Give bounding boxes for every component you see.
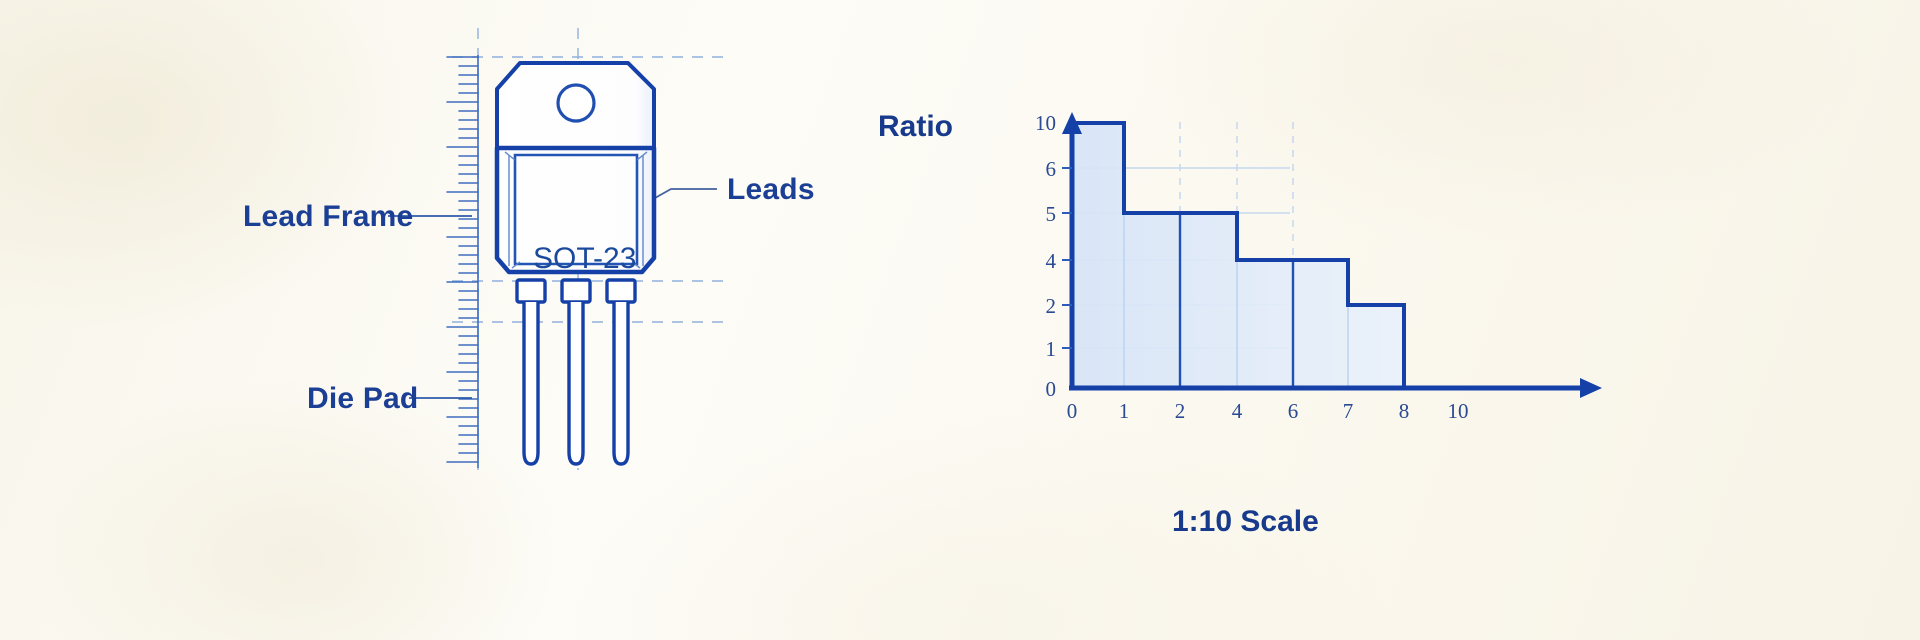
chart-bar-dividers-light [1123, 213, 1349, 388]
chart-y-tick-label: 5 [1045, 202, 1057, 226]
chart-x-tick-label: 7 [1342, 399, 1354, 423]
annotation-die-pad: Die Pad [307, 382, 419, 415]
lead-1 [515, 278, 547, 466]
chart-scale-caption: 1:10 Scale [1172, 505, 1319, 538]
leads-group [515, 278, 637, 466]
chart-step-area [1072, 123, 1404, 388]
chart-axes [1069, 128, 1586, 391]
chart-y-tick-label: 6 [1045, 157, 1057, 181]
chart-title: Ratio [878, 110, 953, 143]
package-body [494, 61, 657, 275]
lead-2 [560, 278, 592, 466]
chart-x-tick-label: 1 [1118, 399, 1130, 423]
chart-y-axis-arrowhead [1062, 112, 1082, 134]
chart-x-tick-label: 6 [1287, 399, 1299, 423]
chart-bar-dividers [1178, 213, 1295, 388]
package-name-text: SOT-23 [533, 242, 637, 275]
chart-y-tick-label: 2 [1045, 294, 1057, 318]
chart-x-tick-label: 8 [1398, 399, 1410, 423]
chart-x-tick-label: 0 [1066, 399, 1078, 423]
chart-x-axis-arrowhead [1580, 378, 1602, 398]
vertical-ruler [446, 55, 479, 468]
chart-y-tick-label: 0 [1045, 377, 1057, 401]
chart-x-tick-label: 4 [1231, 399, 1243, 423]
chart-y-tick-label: 4 [1045, 249, 1057, 273]
lead-3 [605, 278, 637, 466]
chart-y-tick-label: 1 [1045, 337, 1057, 361]
chart-x-tick-label: 10 [1447, 399, 1469, 423]
chart-x-tick-label: 2 [1174, 399, 1186, 423]
chart-y-tick-label: 10 [1035, 111, 1056, 135]
chart-y-tick-marks [1062, 167, 1072, 349]
annotation-lead-frame: Lead Frame [243, 200, 414, 233]
mounting-hole [556, 83, 596, 123]
chart-step-outline [1072, 121, 1406, 388]
annotation-leads: Leads [727, 173, 815, 206]
